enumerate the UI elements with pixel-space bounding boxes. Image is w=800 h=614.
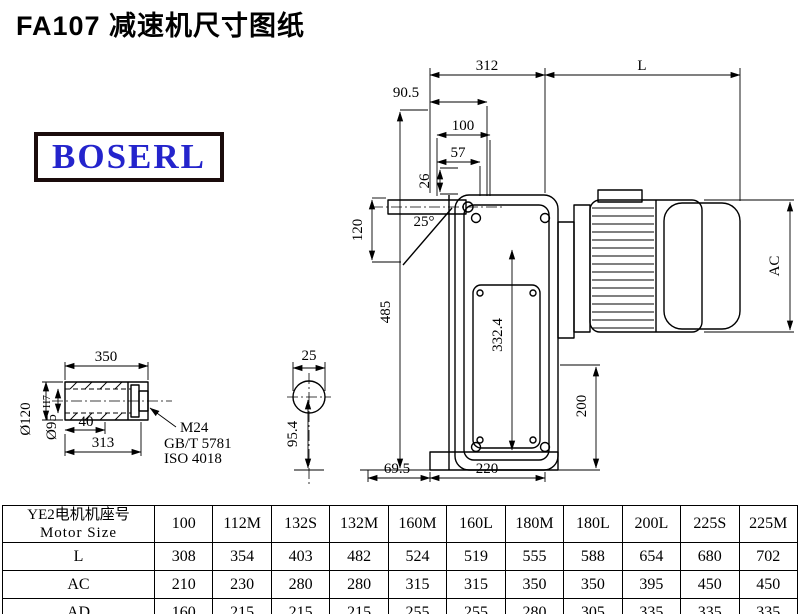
hollow-shaft-view [42, 362, 172, 456]
table-cell: 335 [621, 598, 682, 614]
dim-57-label: 57 [451, 145, 467, 161]
table-cell: 315 [387, 570, 448, 599]
table-row-AD: AD 160 215 215 215 255 255 280 305 335 3… [2, 598, 799, 614]
table-cell: 524 [387, 542, 448, 571]
dim-220-label: 220 [476, 461, 499, 477]
table-cell: 482 [329, 542, 389, 571]
dim-95_4-label: 95.4 [285, 420, 301, 447]
motor-size-table: YE2电机机座号 Motor Size 100 112M 132S 132M 1… [2, 505, 799, 614]
dim-dia95-label: Ø95 [44, 414, 60, 440]
dim-L-label: L [637, 58, 646, 74]
table-row-L: L 308 354 403 482 524 519 555 588 654 68… [2, 542, 799, 571]
table-cell: 403 [270, 542, 331, 571]
dim-25deg-label: 25° [414, 214, 435, 230]
extension-lines [367, 68, 794, 482]
table-cell: 305 [563, 598, 623, 614]
dim-312-label: 312 [476, 58, 499, 74]
col-header-132S: 132S [270, 505, 331, 543]
dim-25-label: 25 [302, 348, 317, 364]
dim-AC-label: AC [767, 256, 783, 277]
table-cell: 555 [504, 542, 565, 571]
dim-dia95h7-label: Ø95 H7 [42, 395, 60, 440]
table-cell: 395 [621, 570, 682, 599]
dim-90_5-label: 90.5 [393, 85, 419, 101]
boserl-logo: BOSERL [34, 132, 224, 182]
dim-313-label: 313 [92, 435, 115, 451]
dimension-drawing: 312 L 90.5 100 57 26 120 485 25° 332.4 A… [18, 58, 794, 484]
dim-iso4018-label: ISO 4018 [164, 451, 222, 467]
dim-332_4-label: 332.4 [490, 318, 506, 352]
table-cell: 350 [563, 570, 623, 599]
col-header-100: 100 [153, 505, 214, 543]
dim-gbt5781-label: GB/T 5781 [164, 436, 232, 452]
dim-485-label: 485 [378, 301, 394, 324]
table-row-AC: AC 210 230 280 280 315 315 350 350 395 4… [2, 570, 799, 599]
motor-size-header-cn: YE2电机机座号 [27, 507, 130, 523]
dim-350-label: 350 [95, 349, 118, 365]
table-cell: 280 [270, 570, 331, 599]
dim-h7-tolerance-label: H7 [42, 395, 53, 408]
col-header-180L: 180L [563, 505, 623, 543]
dim-69_5-label: 69.5 [384, 461, 410, 477]
table-cell: 335 [680, 598, 740, 614]
dim-m24-label: M24 [180, 420, 209, 436]
motor-cooling-fins [592, 207, 654, 329]
dimension-lines [42, 71, 794, 482]
dim-100-label: 100 [452, 118, 475, 134]
table-cell: 215 [270, 598, 331, 614]
table-cell: 308 [153, 542, 214, 571]
col-header-112M: 112M [212, 505, 272, 543]
table-cell: 160 [153, 598, 214, 614]
dim-26-label: 26 [417, 173, 433, 189]
table-cell: 280 [329, 570, 389, 599]
motor-size-header-en: Motor Size [39, 525, 118, 541]
table-cell: 215 [329, 598, 389, 614]
row-label-L: L [2, 542, 155, 571]
table-cell: 350 [504, 570, 565, 599]
dim-40-label: 40 [79, 414, 94, 430]
table-cell: 280 [504, 598, 565, 614]
gearbox-outline [387, 194, 559, 471]
table-cell: 255 [446, 598, 506, 614]
table-cell: 450 [680, 570, 740, 599]
dim-dia120-label: Ø120 [18, 402, 34, 435]
motor-size-header-cell: YE2电机机座号 Motor Size [2, 505, 155, 543]
col-header-225S: 225S [680, 505, 740, 543]
col-header-225M: 225M [738, 505, 799, 543]
page-title: FA107 减速机尺寸图纸 [16, 11, 306, 41]
table-cell: 450 [738, 570, 799, 599]
dim-200-label: 200 [574, 395, 590, 418]
boserl-logo-text: BOSERL [52, 137, 206, 176]
dim-120-label: 120 [350, 219, 366, 242]
motor-outline [557, 189, 741, 339]
table-cell: 354 [212, 542, 272, 571]
table-cell: 680 [680, 542, 740, 571]
col-header-160L: 160L [446, 505, 506, 543]
shaft-end-view [287, 362, 331, 484]
col-header-132M: 132M [329, 505, 389, 543]
col-header-200L: 200L [621, 505, 682, 543]
row-label-AC: AC [2, 570, 155, 599]
table-cell: 215 [212, 598, 272, 614]
row-label-AD: AD [2, 598, 155, 614]
table-cell: 315 [446, 570, 506, 599]
table-header-row: YE2电机机座号 Motor Size 100 112M 132S 132M 1… [2, 505, 799, 543]
table-cell: 230 [212, 570, 272, 599]
col-header-180M: 180M [504, 505, 565, 543]
table-cell: 702 [738, 542, 799, 571]
table-cell: 588 [563, 542, 623, 571]
table-cell: 335 [738, 598, 799, 614]
table-cell: 654 [621, 542, 682, 571]
table-cell: 255 [387, 598, 448, 614]
table-cell: 519 [446, 542, 506, 571]
table-cell: 210 [153, 570, 214, 599]
col-header-160M: 160M [387, 505, 448, 543]
